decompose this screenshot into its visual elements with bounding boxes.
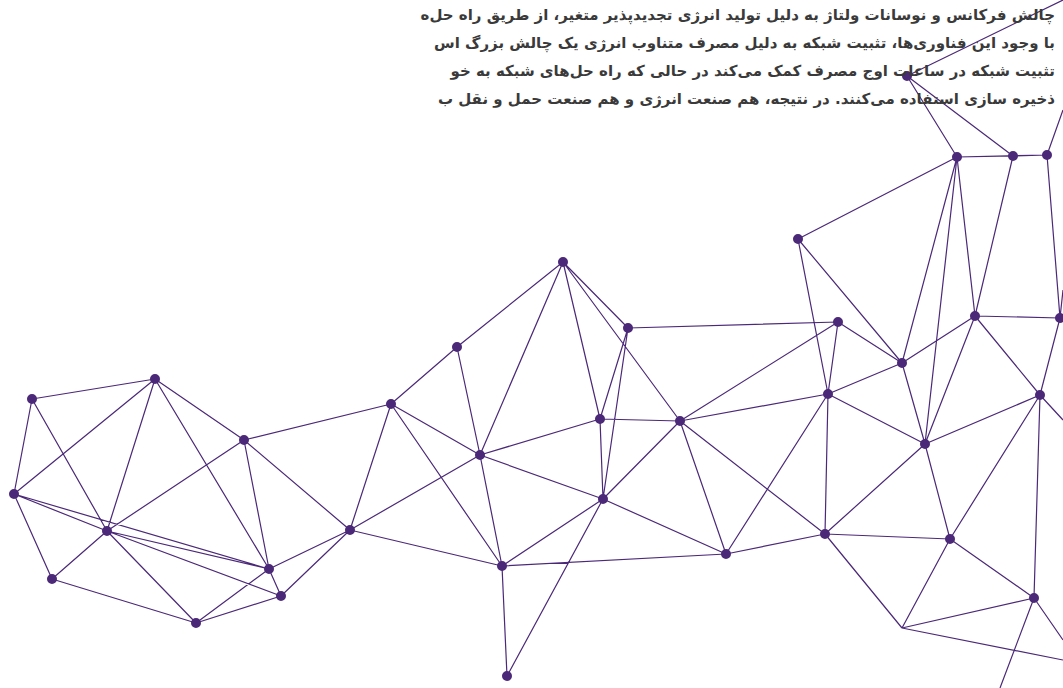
- mesh-lines: [14, 0, 1063, 688]
- paragraph-line: ذخیره سازی استفاده می‌کنند. در نتیجه، هم…: [438, 88, 1055, 110]
- paragraph-line: چالش فرکانس و نوسانات ولتاژ به دلیل تولی…: [421, 4, 1055, 26]
- mesh-dots: [9, 71, 1063, 681]
- paragraph-line: تثبیت شبکه در ساعات اوج مصرف کمک می‌کند …: [451, 60, 1055, 82]
- paragraph-line: با وجود این فناوری‌ها، تثبیت شبکه به دلی…: [434, 32, 1055, 54]
